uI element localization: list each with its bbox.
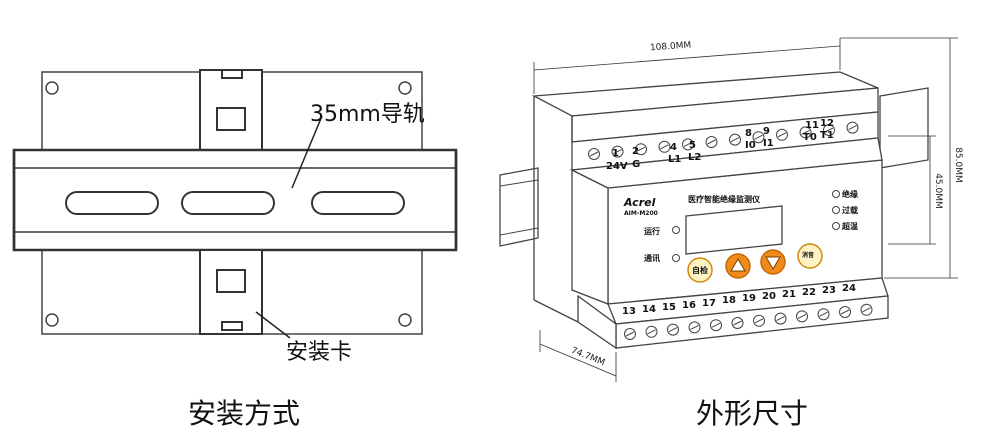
led-run <box>672 226 680 234</box>
status-label-comm: 通讯 <box>644 254 660 263</box>
clip-label: 安装卡 <box>286 340 353 365</box>
lcd-display <box>685 205 783 255</box>
top-terminal-screws <box>588 121 859 160</box>
terminal-number: 19 <box>742 293 756 304</box>
height-dimension: 85.0MM <box>952 147 963 183</box>
terminal-number: 21 <box>782 289 796 300</box>
dimensions-caption: 外形尺寸 <box>696 397 809 430</box>
terminal-label: G <box>632 159 641 170</box>
terminal-label: I0 <box>745 140 756 151</box>
selfcheck-label: 自检 <box>692 266 708 275</box>
mute-label: 消音 <box>802 252 815 259</box>
terminal-label: L1 <box>668 154 682 165</box>
status-label-overload: 过载 <box>842 206 858 215</box>
terminal-number: 23 <box>822 285 836 296</box>
screw-hole <box>398 313 412 327</box>
terminal-number: 16 <box>682 300 696 311</box>
terminal-number: 24 <box>842 283 856 294</box>
selfcheck-button <box>687 257 713 283</box>
terminal-number: 14 <box>642 304 656 315</box>
terminal-number: 2 <box>632 146 639 157</box>
status-label-insulation: 绝缘 <box>842 190 858 199</box>
mute-button <box>797 243 823 269</box>
terminal-number: 4 <box>670 142 677 153</box>
rail-label: 35mm导轨 <box>310 102 425 127</box>
terminal-number: 8 <box>745 128 752 139</box>
installation-diagram <box>12 69 458 339</box>
terminal-number: 15 <box>662 302 676 313</box>
terminal-label: 24V <box>606 161 628 172</box>
din-rail <box>12 148 458 252</box>
terminal-number: 11 <box>805 120 819 131</box>
screw-hole <box>45 81 59 95</box>
led-overtemp <box>832 222 840 230</box>
terminal-label: T1 <box>820 130 834 141</box>
dimension-lines <box>533 37 958 382</box>
model-number: AIM-M200 <box>624 210 658 217</box>
brand-logo: Acrel <box>624 196 656 209</box>
rail-leader-line <box>291 115 323 189</box>
terminal-label: I1 <box>763 138 774 149</box>
screw-hole <box>45 313 59 327</box>
led-insulation <box>832 190 840 198</box>
screw-hole <box>398 81 412 95</box>
terminal-number: 9 <box>763 126 770 137</box>
led-overload <box>832 206 840 214</box>
terminal-number: 13 <box>622 306 636 317</box>
led-comm <box>672 254 680 262</box>
terminal-number: 12 <box>820 118 834 129</box>
status-label-run: 运行 <box>644 227 660 236</box>
terminal-label: T0 <box>803 132 817 143</box>
dimension-drawing <box>499 37 958 382</box>
device-title: 医疗智能绝缘监测仪 <box>688 195 760 204</box>
terminal-label: L2 <box>688 152 702 163</box>
terminal-number: 18 <box>722 295 736 306</box>
terminal-number: 20 <box>762 291 776 302</box>
installation-caption: 安装方式 <box>188 397 301 430</box>
bottom-terminal-screws <box>624 303 873 340</box>
status-label-overtemp: 超温 <box>842 222 858 231</box>
clip-leader-line <box>255 311 291 339</box>
terminal-number: 22 <box>802 287 816 298</box>
inner-height-dimension: 45.0MM <box>932 173 943 209</box>
terminal-number: 1 <box>612 148 619 159</box>
terminal-number: 5 <box>689 140 696 151</box>
rail-left <box>499 167 539 247</box>
terminal-number: 17 <box>702 298 716 309</box>
